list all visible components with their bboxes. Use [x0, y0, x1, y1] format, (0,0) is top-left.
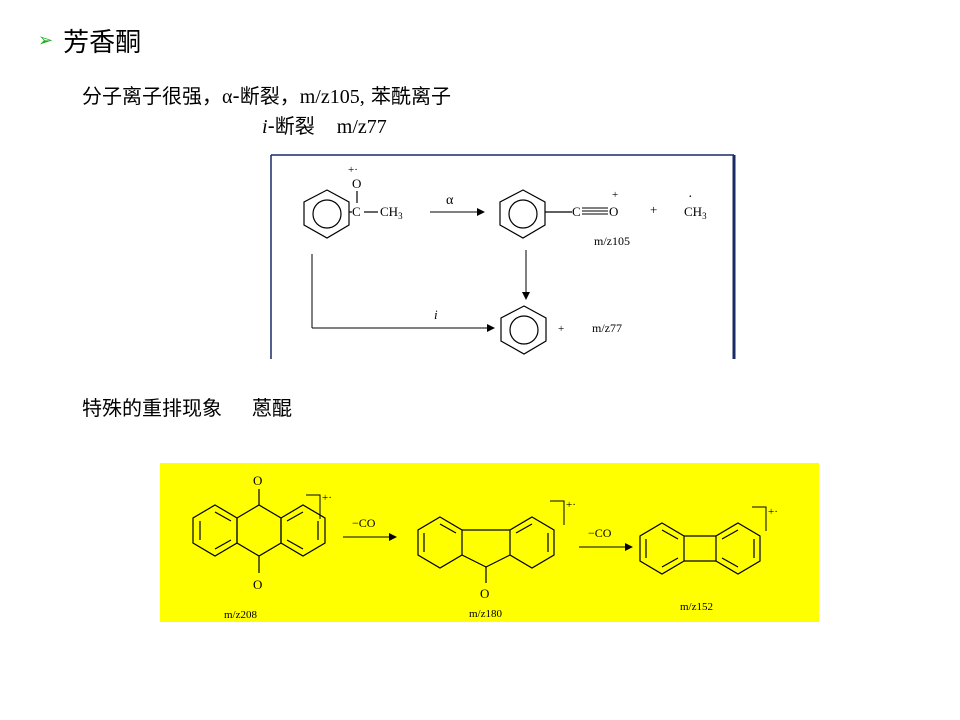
- charge-2: +·: [566, 499, 576, 511]
- slide-title: ➢ 芳香酮: [38, 22, 141, 59]
- acylium-charge: +: [612, 189, 618, 201]
- acetophenone-scheme: +· O C CH3 α C + O + · CH3 m/z105 i + m/…: [270, 154, 736, 359]
- carbonyl-oxygen: O: [352, 176, 361, 191]
- arrow-bullet-icon: ➢: [38, 30, 54, 51]
- alpha-label: α: [446, 193, 454, 208]
- phenyl-cation-ring: [500, 305, 547, 355]
- mz180-label: m/z180: [469, 608, 502, 620]
- i-label: i: [434, 307, 438, 322]
- molecular-ion-charge: +·: [348, 164, 358, 176]
- carbonyl-carbon: C: [352, 204, 361, 219]
- bracket-1: [306, 494, 321, 519]
- plus-sign: +: [650, 202, 657, 217]
- acylium-carbon: C: [572, 204, 581, 219]
- loss-co-label-1: −CO: [352, 516, 376, 530]
- ketone-oxygen: O: [480, 586, 489, 601]
- title-text: 芳香酮: [63, 28, 142, 58]
- phenyl-cation-charge: +: [558, 323, 564, 335]
- benzene-ring: [303, 189, 350, 239]
- methyl-radical-dot: ·: [688, 190, 693, 205]
- mz105-label: m/z105: [594, 234, 630, 248]
- methyl-group: CH3: [380, 204, 403, 221]
- loss-co-label-2: −CO: [588, 526, 612, 540]
- charge-1: +·: [322, 492, 332, 504]
- mz208-label: m/z208: [224, 609, 257, 621]
- acylium-oxygen: O: [609, 204, 618, 219]
- methyl-radical: CH3: [684, 204, 707, 221]
- anthraquinone-scheme: O O +· m/z208 −CO O +· m/z180 −CO +·: [160, 463, 819, 622]
- mz77-label: m/z77: [592, 321, 622, 335]
- section-heading: 特殊的重排现象蒽醌: [82, 396, 292, 420]
- bracket-2: [550, 500, 565, 525]
- mz152-label: m/z152: [680, 601, 713, 613]
- biphenylene-structure: [639, 522, 761, 575]
- anthraquinone-structure: [192, 489, 326, 573]
- charge-3: +·: [768, 506, 778, 518]
- benzoyl-ring: [499, 189, 546, 239]
- bracket-3: [752, 506, 767, 531]
- fluorenone-structure: [417, 516, 555, 583]
- description-line-1: 分子离子很强，α-断裂，m/z105, 苯酰离子: [82, 84, 452, 108]
- yellow-panel: [160, 463, 819, 622]
- quinone-oxygen-top: O: [253, 473, 262, 488]
- quinone-oxygen-bottom: O: [253, 577, 262, 592]
